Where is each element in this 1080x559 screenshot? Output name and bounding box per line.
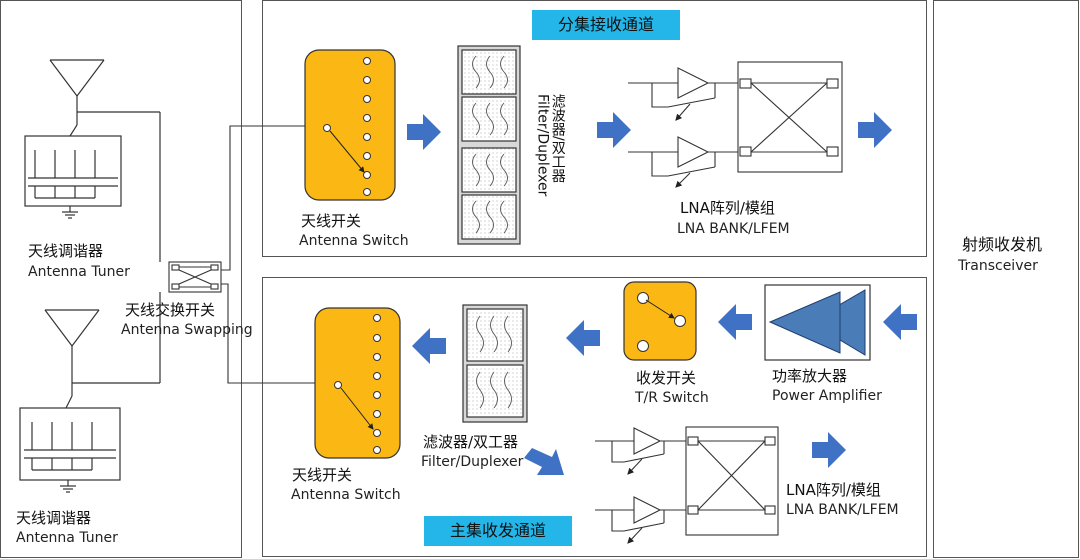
- main-filter: [462, 304, 528, 423]
- antenna-swapping-switch: [168, 261, 222, 293]
- diversity-antenna-switch: [304, 49, 396, 201]
- main-lna-label-zh: LNA阵列/模组: [786, 481, 881, 499]
- transceiver-label-en: Transceiver: [958, 258, 1038, 274]
- transceiver-label-zh: 射频收发机: [962, 235, 1043, 254]
- main-arrow-pa-to-tr: [718, 304, 752, 340]
- tr-switch-label-en: T/R Switch: [635, 390, 709, 406]
- diversity-filter: [457, 45, 521, 245]
- main-antenna-switch: [314, 307, 401, 459]
- main-filter-label-en: Filter/Duplexer: [421, 454, 524, 470]
- power-amplifier: [764, 284, 871, 361]
- diversity-antenna-switch-label-en: Antenna Switch: [299, 233, 409, 249]
- tr-switch-label-zh: 收发开关: [636, 369, 697, 387]
- diversity-rx-banner: 分集接收通道: [532, 10, 680, 40]
- antenna-top-icon: [49, 59, 105, 112]
- main-arrow-into-pa: [883, 304, 917, 340]
- tuner-top-label-zh: 天线调谐器: [28, 242, 104, 260]
- antenna-tuner-bottom: [19, 292, 161, 493]
- tuner-bottom-label-en: Antenna Tuner: [16, 530, 118, 546]
- diversity-arrow-1: [407, 114, 441, 150]
- main-antenna-switch-label-en: Antenna Switch: [291, 487, 401, 503]
- tr-switch: [623, 281, 697, 361]
- main-filter-label-zh: 滤波器/双工器: [423, 433, 519, 451]
- diversity-arrow-2: [597, 112, 631, 148]
- main-arrow-lna-out: [812, 432, 846, 468]
- diversity-rx-panel: [262, 0, 927, 257]
- swapping-label-zh: 天线交换开关: [125, 301, 216, 319]
- tuner-top-label-en: Antenna Tuner: [28, 264, 130, 280]
- main-antenna-switch-label-zh: 天线开关: [292, 466, 353, 484]
- main-trx-panel: [262, 277, 927, 557]
- diversity-filter-label-zh: 滤波器/双工器: [549, 94, 566, 183]
- diversity-antenna-switch-label-zh: 天线开关: [301, 212, 362, 230]
- diversity-filter-label-en: Filter/Duplexer: [534, 94, 551, 197]
- main-arrow-filter-to-switch: [412, 328, 446, 364]
- diversity-filter-label: 滤波器/双工器 Filter/Duplexer: [534, 94, 565, 224]
- transceiver-panel: [933, 0, 1079, 558]
- swap-routing: [221, 125, 315, 384]
- antenna-panel: [0, 0, 242, 558]
- main-arrow-filter-to-lna: [524, 448, 564, 475]
- antenna-tuner-top: [24, 111, 161, 262]
- main-lna-label-en: LNA BANK/LFEM: [786, 502, 899, 518]
- antenna-bottom-icon: [44, 309, 100, 383]
- main-trx-banner: 主集收发通道: [424, 516, 572, 546]
- diversity-lna-bank: [628, 61, 843, 188]
- pa-label-en: Power Amplifier: [772, 388, 882, 404]
- tuner-bottom-label-zh: 天线调谐器: [16, 509, 92, 527]
- diversity-arrow-3: [858, 112, 892, 148]
- diversity-lna-label-en: LNA BANK/LFEM: [677, 221, 790, 237]
- diversity-lna-label-zh: LNA阵列/模组: [680, 199, 775, 217]
- pa-label-zh: 功率放大器: [772, 367, 848, 385]
- swapping-label-en: Antenna Swapping: [121, 322, 253, 338]
- main-arrow-tr-to-filter: [566, 320, 600, 356]
- main-lna-bank: [595, 426, 779, 544]
